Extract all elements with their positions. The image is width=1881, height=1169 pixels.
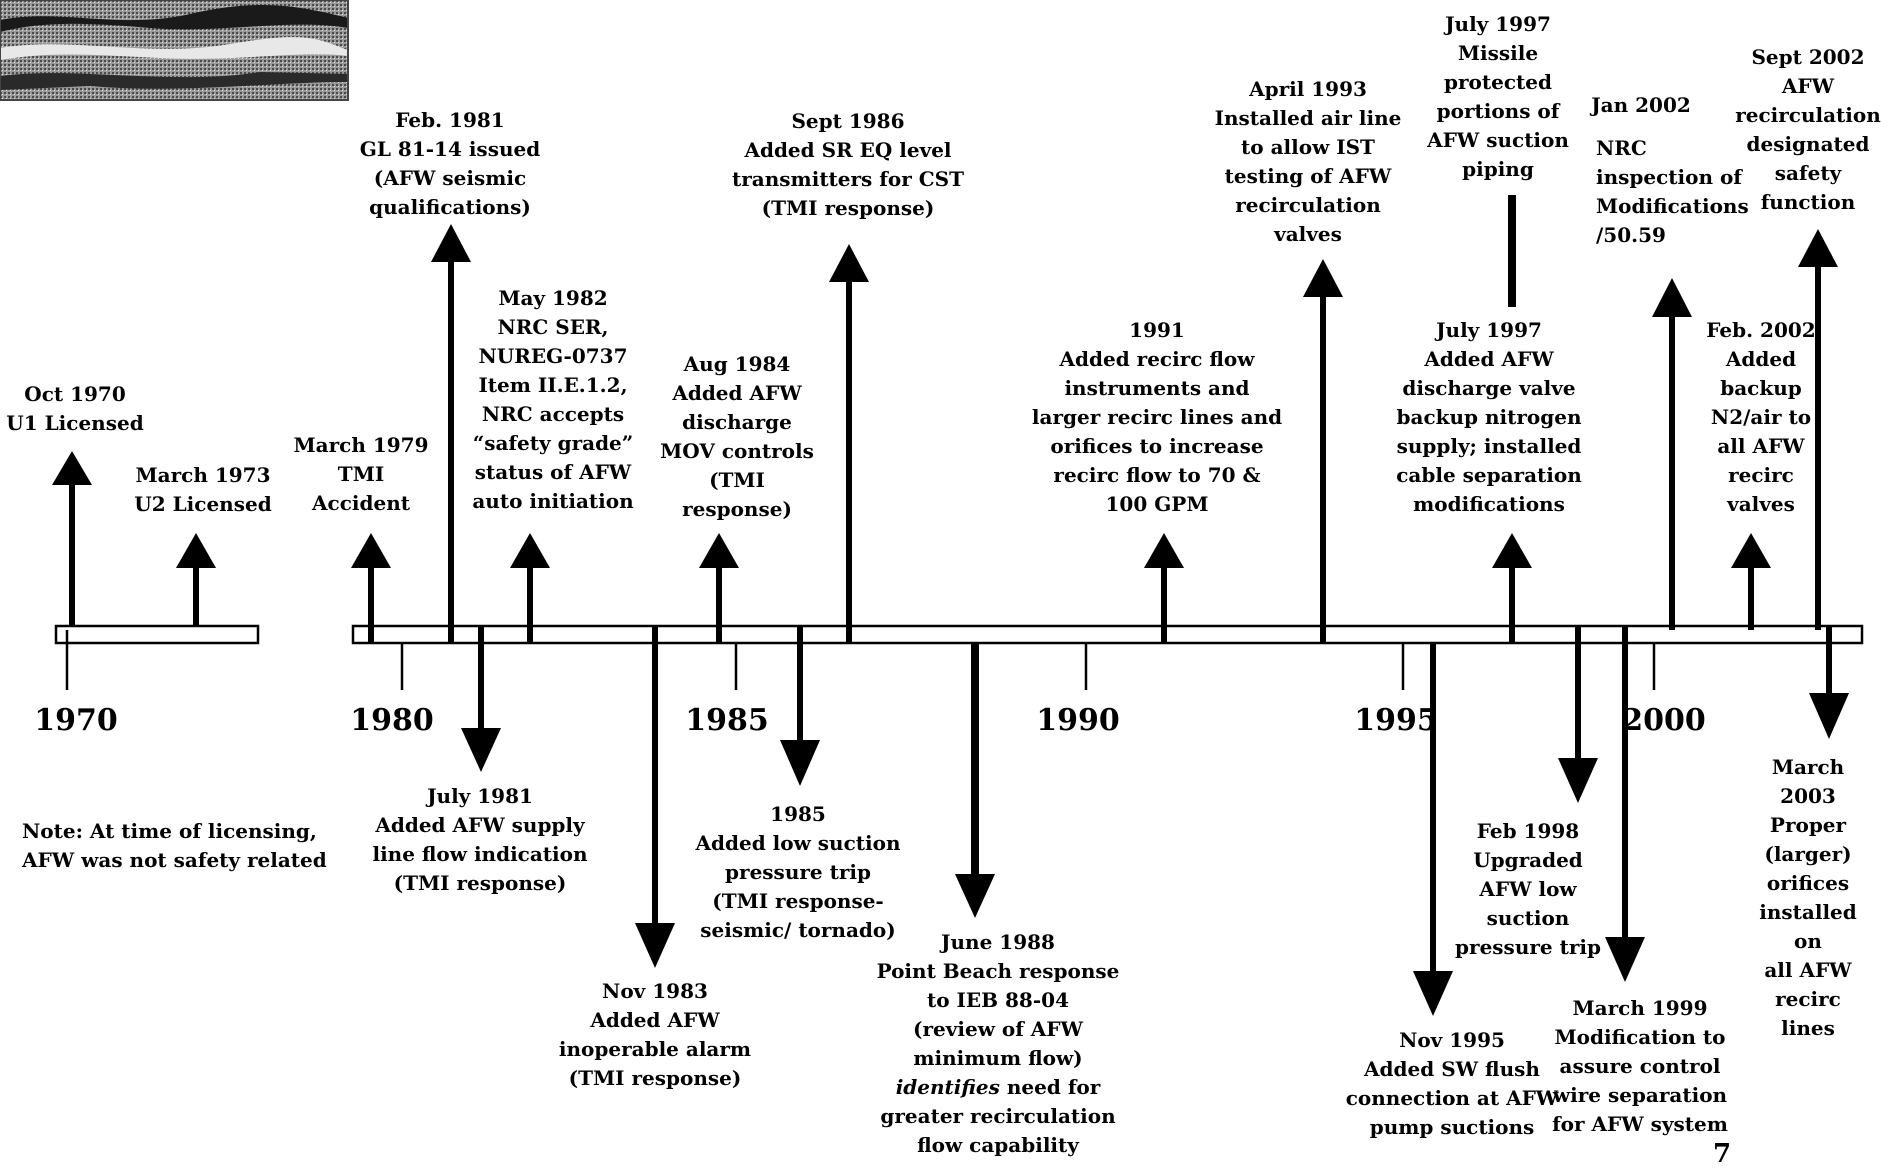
event-aug1984: Aug 1984 Added AFW discharge MOV control… <box>660 352 814 521</box>
year-1985: 1985 <box>685 703 769 738</box>
down-arrows <box>461 626 1849 1016</box>
arrow-mar1979 <box>351 533 391 643</box>
timeline-bar-1970s <box>54 624 260 645</box>
arrow-sep1986 <box>829 244 869 643</box>
arrow-oct1970 <box>52 451 92 626</box>
arrow-sep2002 <box>1798 229 1838 630</box>
year-1970: 1970 <box>34 703 118 738</box>
arrow-mar1973 <box>176 533 216 626</box>
arrow-apr1993 <box>1303 259 1343 643</box>
arrow-aug1984 <box>699 533 739 643</box>
event-oct1970: Oct 1970 U1 Licensed <box>6 382 144 435</box>
event-apr1993: April 1993 Installed air line to allow I… <box>1214 77 1402 246</box>
arrow-y1991 <box>1144 533 1184 643</box>
event-y1991: 1991 Added recirc flow instruments and l… <box>1031 318 1283 516</box>
event-jan2002: Jan 2002 <box>1591 93 1691 117</box>
arrow-mar1999 <box>1605 626 1645 982</box>
event-jan2002-inspection: NRC inspection of Modifications /50.59 <box>1596 136 1749 247</box>
arrow-mar2003 <box>1809 626 1849 739</box>
year-1980: 1980 <box>350 703 434 738</box>
arrow-nov1983 <box>635 626 675 968</box>
event-y1985: 1985 Added low suction pressure trip (TM… <box>695 802 901 942</box>
year-1990: 1990 <box>1036 703 1120 738</box>
event-may1982: May 1982 NRC SER, NUREG-0737 Item II.E.1… <box>472 286 634 513</box>
arrow-feb1998 <box>1558 626 1598 803</box>
arrow-jul1981 <box>461 626 501 772</box>
header-photo-fragment <box>0 0 349 101</box>
year-1995: 1995 <box>1354 703 1438 738</box>
event-mar1979: March 1979 TMI Accident <box>293 433 429 515</box>
event-sep2002: Sept 2002 AFW recirculation designated s… <box>1735 45 1881 214</box>
event-feb1998: Feb 1998 Upgraded AFW low suction pressu… <box>1455 819 1601 959</box>
arrow-jul1997b <box>1492 533 1532 643</box>
event-jun1988: June 1988 Point Beach response to IEB 88… <box>876 930 1120 1157</box>
year-ticks <box>65 630 1656 690</box>
event-jul1981: July 1981 Added AFW supply line flow ind… <box>372 784 588 895</box>
up-arrows <box>52 195 1838 643</box>
event-mar1973: March 1973 U2 Licensed <box>134 463 272 516</box>
arrow-feb1981 <box>431 224 471 643</box>
licensing-note: Note: At time of licensing, AFW was not … <box>22 819 327 872</box>
arrow-feb2002 <box>1731 533 1771 630</box>
event-mar1999: March 1999 Modification to assure contro… <box>1552 996 1728 1136</box>
event-feb2002: Feb. 2002 Added backup N2/air to all AFW… <box>1706 318 1816 516</box>
timeline-bar-main <box>351 624 1864 645</box>
page-number: 7 <box>1713 1139 1732 1169</box>
arrow-jun1988 <box>955 643 995 918</box>
event-nov1983: Nov 1983 Added AFW inoperable alarm (TMI… <box>558 979 752 1090</box>
identifies-emphasis: identifies <box>895 1075 1000 1099</box>
event-jul1997b: July 1997 Added AFW discharge valve back… <box>1396 318 1582 516</box>
year-2000: 2000 <box>1622 703 1706 738</box>
event-sep1986: Sept 1986 Added SR EQ level transmitters… <box>732 109 964 220</box>
arrow-nov1995 <box>1413 643 1453 1016</box>
event-mar2003: March 2003 Proper (larger) orifices inst… <box>1759 755 1857 1040</box>
event-jul1997a: July 1997 Missile protected portions of … <box>1427 12 1569 181</box>
event-feb1981: Feb. 1981 GL 81-14 issued (AFW seismic q… <box>359 108 541 219</box>
arrow-jan2002 <box>1652 278 1692 630</box>
arrow-y1985 <box>780 626 820 786</box>
arrow-may1982 <box>510 533 550 643</box>
event-nov1995: Nov 1995 Added SW flush connection at AF… <box>1345 1028 1559 1139</box>
